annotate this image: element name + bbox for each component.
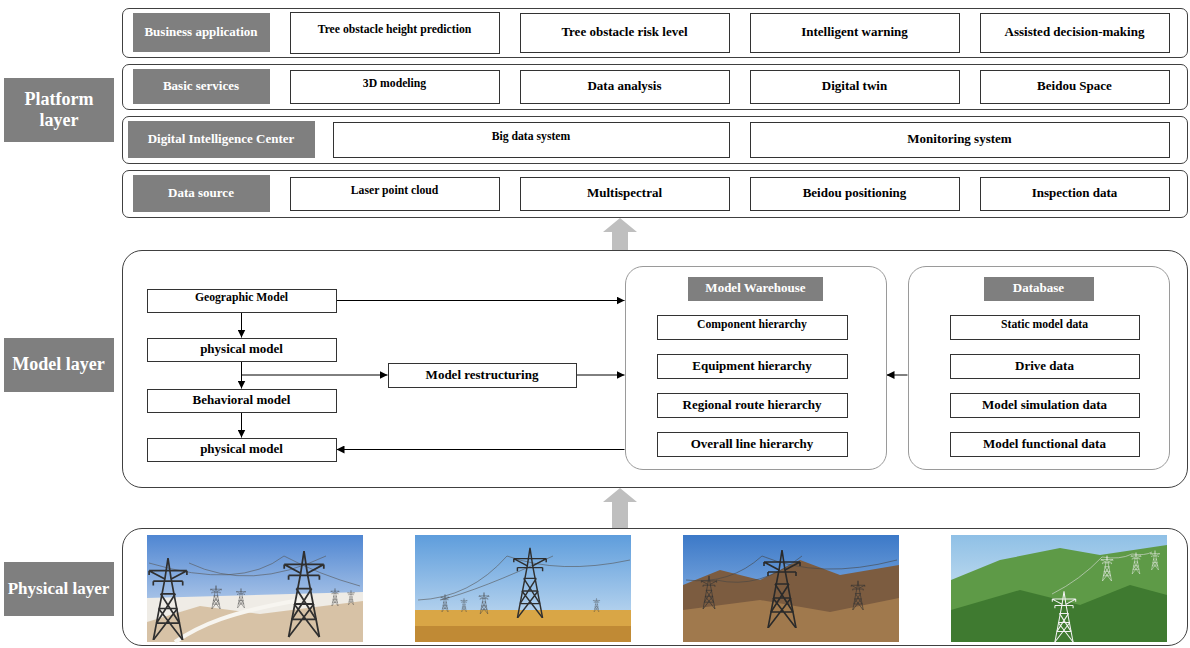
- box-label: Laser point cloud: [345, 184, 445, 203]
- box-label: Beidou Space: [1037, 79, 1112, 94]
- layer-label: Platform layer: [4, 78, 114, 142]
- process-box: 3D modeling: [290, 70, 500, 104]
- process-box: Intelligent warning: [750, 13, 960, 53]
- box-label: Tree obstacle risk level: [561, 25, 687, 40]
- box-label: Intelligent warning: [801, 25, 908, 40]
- process-box: Static model data: [950, 315, 1140, 340]
- process-box: Tree obstacle height prediction: [290, 12, 500, 54]
- process-box: Tree obstacle risk level: [520, 13, 730, 53]
- block-arrow: [603, 488, 637, 528]
- process-box: Component hierarchy: [657, 315, 848, 340]
- box-label: Big data system: [486, 130, 577, 149]
- box-label: Monitoring system: [907, 132, 1011, 147]
- box-label: physical model: [200, 442, 283, 457]
- service-band: Big data system Monitoring system Digital …: [122, 116, 1188, 164]
- flow-arrow: [337, 300, 625, 301]
- process-box: physical model: [147, 338, 337, 362]
- service-band: 3D modeling Data analysis Digital twin Beid…: [122, 64, 1188, 110]
- box-label: Model restructuring: [426, 368, 539, 383]
- process-box: Beidou positioning: [750, 177, 960, 211]
- flow-arrow: [241, 362, 242, 389]
- service-band: Laser point cloud Multispectral Beidou pos…: [122, 170, 1188, 218]
- process-box: Assisted decision-making: [980, 13, 1170, 53]
- box-label: Component hierarchy: [691, 318, 813, 337]
- process-box: Overall line hierarchy: [657, 432, 848, 457]
- group-heading: Basic services: [133, 69, 270, 104]
- process-box: Drive data: [950, 354, 1140, 379]
- process-box: Behavioral model: [147, 389, 337, 413]
- group-panel: Component hierarchyEquipment hierarchyRe…: [625, 266, 887, 470]
- process-box: Laser point cloud: [290, 177, 500, 211]
- process-box: Geographic Model: [147, 289, 337, 313]
- photo-snow-field: [147, 535, 363, 642]
- layer-title: Physical layer: [4, 562, 114, 616]
- group-heading: Database: [984, 277, 1094, 301]
- process-box: Model restructuring: [388, 363, 577, 388]
- flow-arrow: [337, 449, 625, 450]
- box-label: Inspection data: [1032, 186, 1118, 201]
- photo-golden-field: [415, 535, 631, 642]
- process-box: Monitoring system: [750, 122, 1170, 158]
- process-box: Big data system: [333, 122, 730, 158]
- flow-arrow: [242, 362, 388, 376]
- box-label: Model simulation data: [982, 398, 1107, 413]
- box-label: physical model: [200, 342, 283, 357]
- group-panel: Static model dataDrive dataModel simulat…: [908, 266, 1170, 470]
- box-label: Overall line hierarchy: [691, 437, 814, 452]
- flow-arrow: [241, 413, 242, 438]
- box-label: Model functional data: [983, 437, 1106, 452]
- box-label: Behavioral model: [193, 393, 291, 408]
- box-label: Assisted decision-making: [1005, 25, 1145, 40]
- process-box: Multispectral: [520, 177, 730, 211]
- flow-arrow: [577, 375, 625, 376]
- process-box: Regional route hierarchy: [657, 393, 848, 418]
- layer-panel: Geographic Modelphysical modelBehavioral…: [122, 250, 1188, 488]
- group-heading: Business application: [133, 13, 270, 52]
- process-box: Model simulation data: [950, 393, 1140, 418]
- box-label: Equipment hierarchy: [692, 359, 811, 374]
- group-heading: Model Warehouse: [688, 277, 823, 301]
- box-label: Regional route hierarchy: [683, 398, 822, 413]
- box-label: 3D modeling: [357, 77, 433, 96]
- layer-title: Model layer: [4, 338, 114, 392]
- process-box: physical model: [147, 438, 337, 462]
- box-label: Digital twin: [822, 79, 887, 94]
- flow-arrow: [887, 375, 908, 376]
- layer-title: Platform layer: [4, 89, 114, 130]
- service-band: Tree obstacle height prediction Tree obst…: [122, 8, 1188, 58]
- process-box: Equipment hierarchy: [657, 354, 848, 379]
- process-box: Digital twin: [750, 70, 960, 104]
- box-label: Tree obstacle height prediction: [312, 23, 478, 42]
- group-heading: Digital Intelligence Center: [128, 121, 315, 158]
- process-box: Beidou Space: [980, 70, 1170, 104]
- box-label: Geographic Model: [189, 291, 295, 310]
- layer-panel: Physical layer: [122, 528, 1188, 646]
- box-label: Data analysis: [587, 79, 661, 94]
- box-label: Drive data: [1015, 359, 1074, 374]
- box-label: Beidou positioning: [803, 186, 907, 201]
- box-label: Static model data: [995, 318, 1094, 337]
- process-box: Model functional data: [950, 432, 1140, 457]
- photo-brown-mountains: [683, 535, 899, 642]
- process-box: Data analysis: [520, 70, 730, 104]
- block-arrow: [603, 218, 637, 250]
- process-box: Inspection data: [980, 177, 1170, 211]
- box-label: Multispectral: [587, 186, 662, 201]
- flow-arrow: [241, 313, 242, 338]
- group-heading: Data source: [133, 175, 270, 212]
- photo-green-mountains: [951, 535, 1167, 642]
